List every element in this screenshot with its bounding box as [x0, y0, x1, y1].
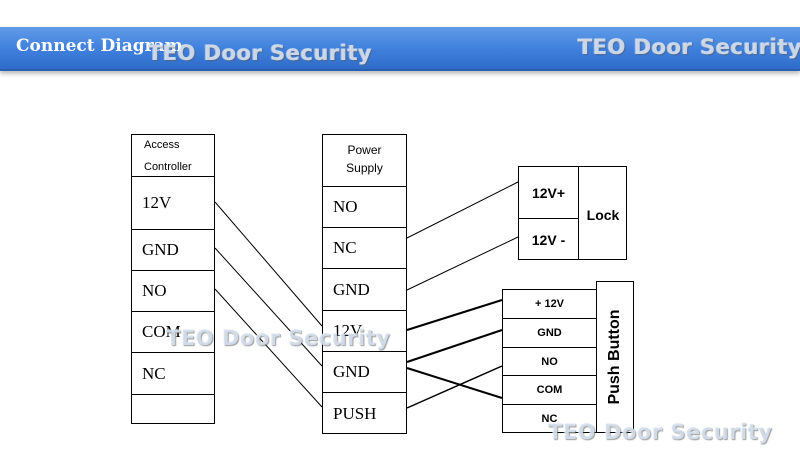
watermark-center: TEO Door Security	[166, 326, 391, 350]
push-button-terminals: + 12V GND NO COM NC	[502, 289, 597, 433]
power-supply-title: Power Supply	[346, 143, 383, 175]
wire-ps-gnd-to-lock-minus	[406, 236, 519, 291]
pb-terminal-com: COM	[503, 375, 596, 404]
pb-terminal-plus-12v: + 12V	[534, 298, 565, 310]
pb-terminal-nc: NC	[503, 404, 596, 433]
wire-ps-gnd-to-pb-gnd	[406, 329, 503, 363]
wire-ac-com-to-ps-push	[214, 288, 323, 408]
ac-terminal-12v: 12V	[132, 176, 214, 229]
ps-terminal-gnd: GND	[323, 268, 406, 310]
wire-ps-nc-to-lock-plus	[406, 181, 519, 239]
watermark-bottom-right: TEO Door Security	[548, 420, 773, 444]
lock-label: Lock	[586, 207, 620, 223]
access-controller-title: Access Controller	[144, 139, 192, 173]
wire-ps-gnd-to-pb-com	[406, 367, 503, 399]
ps-terminal-12v: 12V	[323, 310, 406, 351]
ps-terminal-gnd-2: GND	[323, 351, 406, 392]
power-supply-block: Power Supply NO NC GND 12V GND PUSH	[322, 134, 407, 434]
ac-terminal-com: COM	[132, 311, 214, 352]
ac-terminal-nc: NC	[132, 352, 214, 394]
ac-terminal-gnd: GND	[132, 229, 214, 270]
lock-terminal-12v-minus: 12V -	[519, 218, 579, 260]
ps-terminal-push: PUSH	[323, 392, 406, 434]
header-banner: Connect Diagram TEO Door Security TEO Do…	[0, 27, 800, 71]
pb-terminal-no: NO	[503, 347, 596, 375]
ps-terminal-no: NO	[323, 186, 406, 227]
push-button-block: Push Button	[596, 281, 634, 433]
lock-block: 12V+ 12V - Lock	[518, 166, 627, 260]
wire-ac-12v-to-ps-12v	[214, 201, 323, 327]
ac-terminal-empty	[132, 394, 214, 424]
ps-terminal-nc: NC	[323, 227, 406, 268]
wire-ps-12v-to-pb-12v	[406, 299, 503, 331]
watermark-header-right: TEO Door Security	[578, 35, 800, 59]
pb-terminal-gnd: GND	[503, 318, 596, 347]
wire-ps-push-to-pb-no	[406, 365, 503, 409]
access-controller-block: Access Controller 12V GND NO COM NC	[131, 134, 215, 424]
page-title: Connect Diagram	[16, 36, 183, 56]
ac-terminal-no: NO	[132, 270, 214, 311]
wire-ac-gnd-to-ps-gnd	[214, 247, 323, 367]
watermark-header-left: TEO Door Security	[148, 41, 373, 65]
lock-terminal-12v-plus: 12V+	[519, 167, 579, 218]
